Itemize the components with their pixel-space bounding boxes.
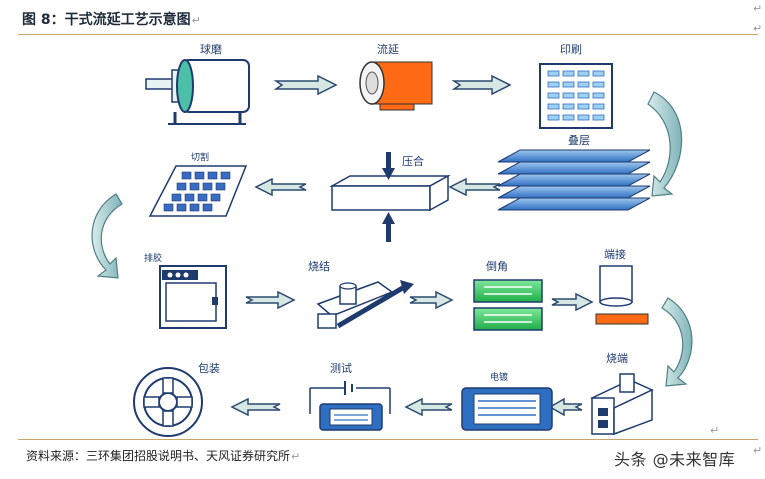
sintering-machine bbox=[316, 280, 414, 329]
label-ball-mill: 球磨 bbox=[200, 42, 222, 56]
ball-mill-equipment bbox=[145, 59, 250, 125]
label-packaging: 包装 bbox=[198, 362, 220, 375]
printing-sheet bbox=[539, 63, 613, 129]
bottom-rule bbox=[18, 439, 758, 440]
label-printing: 印刷 bbox=[560, 43, 582, 56]
label-casting: 流延 bbox=[377, 42, 399, 56]
testing-fixture bbox=[309, 381, 391, 431]
label-debinding: 排胶 bbox=[144, 252, 162, 264]
return-mark: ↵ bbox=[753, 444, 763, 457]
source-text: 资料来源：三环集团招股说明书、天风证券研究所 bbox=[26, 449, 291, 463]
source-note: 资料来源：三环集团招股说明书、天风证券研究所↵ bbox=[26, 447, 300, 464]
watermark: 头条 @未来智库 bbox=[614, 450, 736, 469]
arrow-left-icon bbox=[404, 397, 453, 417]
curved-arrow-icon bbox=[647, 91, 683, 197]
arrow-left-icon bbox=[230, 397, 281, 417]
stacking-layers bbox=[497, 149, 651, 211]
arrow-right-icon bbox=[551, 292, 594, 312]
figure-title-text: 图 8：干式流延工艺示意图 bbox=[22, 12, 191, 28]
casting-equipment bbox=[359, 61, 433, 111]
curved-arrow-icon bbox=[661, 297, 693, 387]
plating-component bbox=[461, 387, 553, 431]
return-mark: ↵ bbox=[710, 424, 720, 437]
arrow-right-icon bbox=[245, 290, 296, 310]
packaging-reel bbox=[133, 367, 203, 437]
return-mark: ↵ bbox=[753, 2, 763, 15]
arrow-left-icon bbox=[254, 177, 307, 197]
term-firing-equipment bbox=[590, 373, 654, 436]
cutting-plate bbox=[148, 165, 248, 217]
debinding-oven bbox=[159, 265, 227, 329]
return-mark: ↵ bbox=[753, 22, 763, 35]
label-stacking: 叠层 bbox=[568, 134, 590, 147]
label-chamfering: 倒角 bbox=[486, 260, 508, 273]
top-rule bbox=[18, 34, 758, 35]
return-mark: ↵ bbox=[291, 450, 301, 463]
pressing-block bbox=[329, 152, 451, 242]
label-termination: 端接 bbox=[604, 248, 626, 261]
label-term-firing: 烧端 bbox=[606, 352, 628, 365]
figure-title: 图 8：干式流延工艺示意图↵ bbox=[22, 9, 201, 29]
label-plating: 电镀 bbox=[490, 371, 508, 383]
termination-equipment bbox=[595, 265, 649, 325]
arrow-right-icon bbox=[409, 290, 454, 310]
arrow-right-icon bbox=[273, 74, 338, 96]
label-pressing: 压合 bbox=[402, 154, 424, 168]
label-cutting: 切割 bbox=[191, 151, 209, 163]
label-sintering: 烧结 bbox=[308, 260, 330, 273]
arrow-left-icon bbox=[448, 177, 501, 197]
arrow-left-icon bbox=[548, 397, 583, 417]
curved-arrow-icon bbox=[91, 193, 123, 279]
arrow-right-icon bbox=[451, 74, 512, 96]
return-mark: ↵ bbox=[191, 14, 201, 27]
label-testing: 测试 bbox=[330, 362, 352, 375]
chamfering-pieces bbox=[473, 279, 543, 331]
